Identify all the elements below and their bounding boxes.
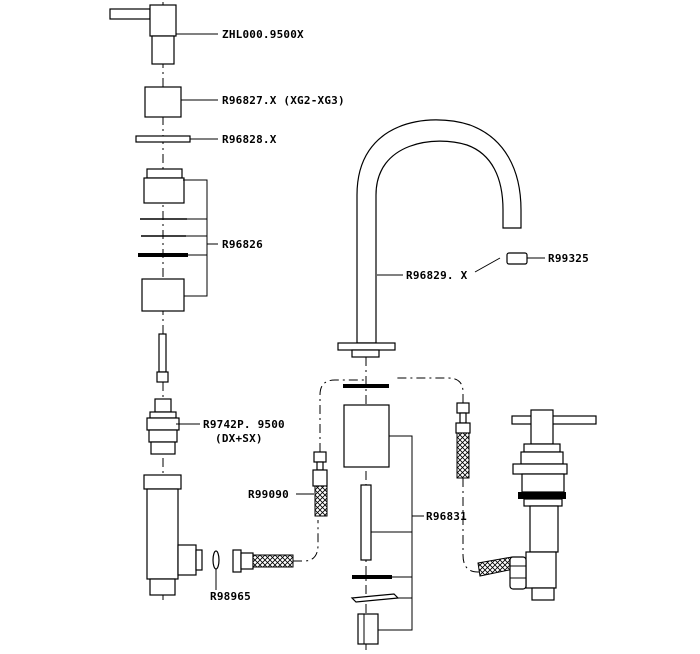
label-washer: R96828.X xyxy=(222,133,277,146)
spindle-part xyxy=(156,333,169,383)
o-ring-part xyxy=(212,550,220,570)
label-spout: R96829. X xyxy=(406,269,468,282)
right-hose-part xyxy=(395,377,515,577)
label-cartridge-line1: R9742P. 9500 xyxy=(203,418,285,431)
label-cap: R96827.X (XG2-XG3) xyxy=(222,94,345,107)
valve-body-part xyxy=(143,474,203,596)
spout-part xyxy=(337,119,522,358)
label-aerator: R99325 xyxy=(548,252,589,265)
aerator-part xyxy=(506,252,528,265)
label-mount-kit: R96831 xyxy=(426,510,467,523)
leader-mount-kit xyxy=(371,435,424,631)
label-handle: ZHL000.9500X xyxy=(222,28,304,41)
cap-part xyxy=(144,86,182,118)
cartridge-part xyxy=(146,398,180,455)
label-o-ring: R98965 xyxy=(210,590,251,603)
lower-hose-part xyxy=(232,520,319,573)
label-flex-hose: R99090 xyxy=(248,488,289,501)
leader-nut-kit xyxy=(183,179,218,297)
nut-kit-part xyxy=(138,168,188,312)
right-valve-part xyxy=(509,409,597,601)
label-nut-kit: R96826 xyxy=(222,238,263,251)
label-cartridge-line2: (DX+SX) xyxy=(215,432,263,445)
leader-spout-dash xyxy=(474,257,501,273)
mount-kit-part xyxy=(343,384,400,645)
handle-part xyxy=(109,4,177,65)
washer-part xyxy=(135,135,191,143)
left-hose-part xyxy=(312,379,366,517)
